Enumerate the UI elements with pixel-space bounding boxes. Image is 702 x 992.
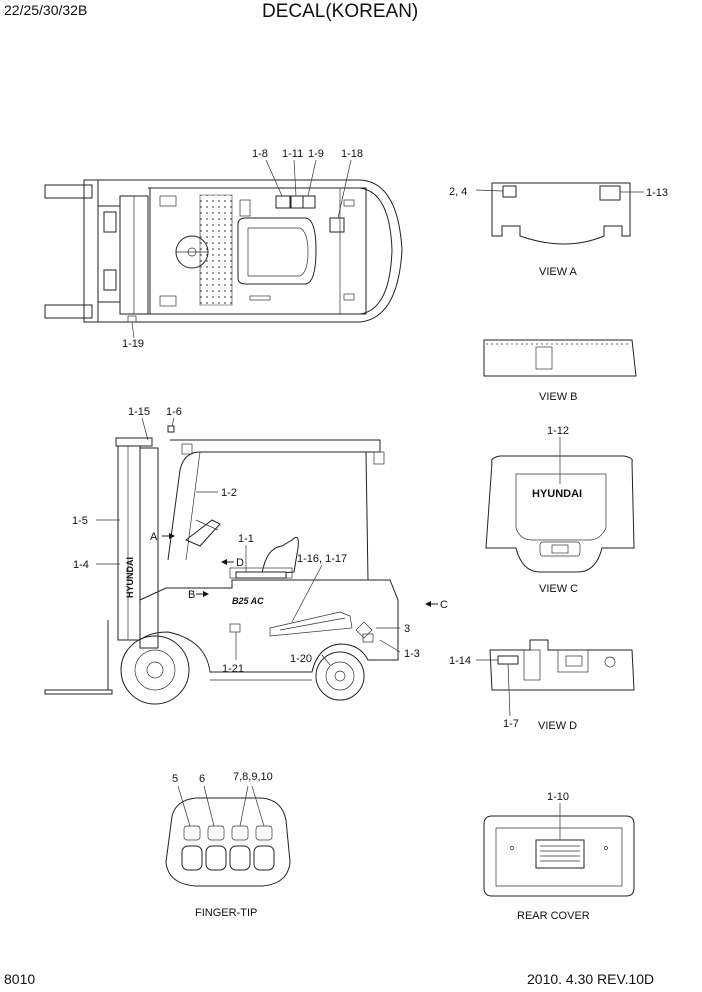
side-view-drawing bbox=[44, 425, 399, 705]
label-1-2: 1-2 bbox=[221, 487, 237, 499]
model-number: 22/25/30/32B bbox=[4, 2, 87, 18]
label-arrow-c: C bbox=[440, 599, 448, 611]
label-1-13: 1-13 bbox=[646, 187, 668, 199]
label-1-21: 1-21 bbox=[222, 663, 244, 675]
top-view-leaders bbox=[131, 159, 352, 339]
label-3: 3 bbox=[404, 623, 410, 635]
label-1-9: 1-9 bbox=[308, 148, 324, 160]
model-badge: B25 AC bbox=[232, 596, 264, 606]
label-1-4: 1-4 bbox=[73, 559, 89, 571]
label-arrow-d: D bbox=[236, 557, 244, 569]
label-1-15: 1-15 bbox=[128, 406, 150, 418]
label-1-1: 1-1 bbox=[238, 533, 254, 545]
finger-tip-caption: FINGER-TIP bbox=[195, 907, 257, 919]
view-c-hyundai-logo: HYUNDAI bbox=[532, 488, 582, 500]
top-view-drawing bbox=[44, 179, 403, 323]
label-1-14: 1-14 bbox=[449, 655, 471, 667]
label-7-8-9-10: 7,8,9,10 bbox=[233, 771, 273, 783]
finger-tip-drawing bbox=[165, 785, 291, 887]
label-6: 6 bbox=[199, 773, 205, 785]
rear-cover-drawing bbox=[483, 803, 635, 897]
label-arrow-a: A bbox=[150, 531, 158, 543]
label-1-19: 1-19 bbox=[122, 338, 144, 350]
label-2-4: 2, 4 bbox=[449, 186, 467, 198]
view-d-caption: VIEW D bbox=[538, 720, 577, 732]
label-5: 5 bbox=[172, 773, 178, 785]
view-c-caption: VIEW C bbox=[539, 583, 578, 595]
label-1-6: 1-6 bbox=[166, 406, 182, 418]
label-1-12: 1-12 bbox=[547, 425, 569, 437]
label-1-7: 1-7 bbox=[503, 718, 519, 730]
label-arrow-b: B bbox=[188, 589, 195, 601]
view-a-caption: VIEW A bbox=[539, 266, 578, 278]
page-number: 8010 bbox=[4, 971, 35, 987]
label-1-20: 1-20 bbox=[290, 653, 312, 665]
page-title: DECAL(KOREAN) bbox=[262, 1, 418, 22]
label-1-11: 1-11 bbox=[282, 148, 303, 160]
view-c-drawing bbox=[485, 455, 635, 573]
label-1-8: 1-8 bbox=[252, 148, 268, 160]
date-revision: 2010. 4.30 REV.10D bbox=[527, 971, 654, 987]
side-view-leaders bbox=[96, 417, 401, 666]
rear-cover-caption: REAR COVER bbox=[517, 910, 590, 922]
label-1-5: 1-5 bbox=[72, 515, 88, 527]
mast-hyundai-logo: HYUNDAI bbox=[125, 557, 135, 598]
label-1-18: 1-18 bbox=[341, 148, 363, 160]
view-arrows bbox=[162, 533, 438, 607]
view-b-drawing bbox=[483, 339, 637, 377]
view-b-caption: VIEW B bbox=[539, 391, 578, 403]
view-a-drawing bbox=[475, 182, 644, 245]
label-1-10: 1-10 bbox=[547, 791, 569, 803]
label-1-16-1-17: 1-16, 1-17 bbox=[297, 553, 347, 565]
view-d-drawing bbox=[476, 639, 635, 717]
label-1-3: 1-3 bbox=[404, 648, 420, 660]
